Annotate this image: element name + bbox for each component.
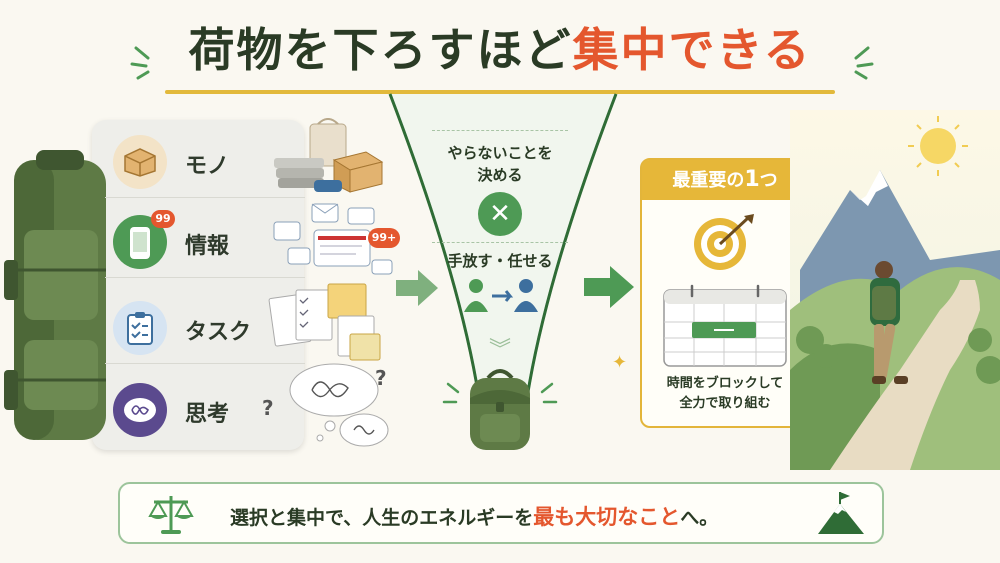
task-papers-illustration [268, 283, 381, 361]
list-item-mono: モノ [105, 128, 305, 198]
calendar-block-icon [663, 284, 787, 367]
mountain-trail-illustration [790, 110, 1000, 470]
chevron-down-icon: ︾ [488, 338, 511, 363]
card-caption-line: 時間をブロックして [666, 376, 784, 391]
sparkle-icon: ✦ [612, 352, 628, 373]
title-part-1: 荷物を下ろすほど [188, 23, 573, 77]
banner-text-end: へ。 [680, 507, 719, 529]
question-mark: ? [375, 366, 387, 390]
banner-message: 選択と集中で、人生のエネルギーを最も大切なことへ。 [230, 501, 718, 531]
list-item-task: タスク [105, 294, 305, 364]
motion-lines-icon [442, 382, 558, 404]
right-arrow-icon [396, 270, 438, 306]
step-decide-not-to-do: やらないことを 決める [410, 142, 590, 186]
card-title-prefix: 最重要の [672, 170, 745, 191]
mountain-flag-icon [818, 492, 864, 534]
list-item-shikou: 思考 [105, 376, 305, 446]
list-item-label: 情報 [185, 234, 230, 259]
title-part-2: 集中できる [572, 23, 812, 77]
delegate-people-icon [464, 279, 538, 312]
sparkle-lines-icon [854, 46, 874, 80]
clipboard-checklist-icon [113, 301, 167, 355]
banner-text-main: 選択と集中で、人生のエネルギーを [230, 507, 534, 529]
title-area: 荷物を下ろすほど集中できる [0, 14, 1000, 104]
divider [432, 242, 568, 243]
step-text-line: やらないことを [447, 144, 553, 162]
box-icon [113, 135, 167, 189]
notification-badge-large: 99+ [368, 228, 400, 248]
large-backpack-icon [4, 150, 106, 440]
step-text-line: 決める [477, 166, 523, 184]
stuff-pile-illustration [274, 118, 384, 193]
right-arrow-icon [584, 266, 634, 308]
page-title: 荷物を下ろすほど集中できる [0, 20, 1000, 80]
conclusion-banner: 選択と集中で、人生のエネルギーを最も大切なことへ。 [118, 482, 884, 544]
card-title-suffix: つ [759, 170, 778, 191]
card-title: 最重要の1つ [642, 160, 808, 200]
card-title-number: 1 [744, 167, 760, 192]
small-backpack-icon [470, 369, 530, 450]
balance-scale-icon [148, 496, 194, 534]
sparkle-lines-icon [130, 46, 150, 80]
notification-badge: 99 [151, 210, 175, 228]
card-caption-line: 全力で取り組む [679, 396, 771, 411]
divider [432, 130, 568, 131]
list-item-label: モノ [185, 154, 230, 179]
notification-pile-illustration [273, 203, 393, 275]
list-item-jouhou: 99 情報 [105, 208, 305, 278]
list-item-label: 思考 [185, 402, 230, 427]
cross-icon: ✕ [478, 192, 522, 236]
step-let-go-delegate: 手放す・任せる [447, 252, 553, 270]
target-icon [694, 214, 754, 270]
question-mark: ? [262, 396, 274, 420]
card-caption: 時間をブロックして 全力で取り組む [642, 374, 808, 414]
tangled-thought-icon [113, 383, 167, 437]
banner-text-highlight: 最も大切なこと [533, 505, 681, 529]
top-priority-card: 最重要の1つ 時間をブロックして 全力で取り組む [640, 158, 810, 428]
title-underline [165, 90, 835, 94]
list-item-label: タスク [185, 320, 252, 345]
tangled-thoughts-illustration [289, 363, 389, 447]
